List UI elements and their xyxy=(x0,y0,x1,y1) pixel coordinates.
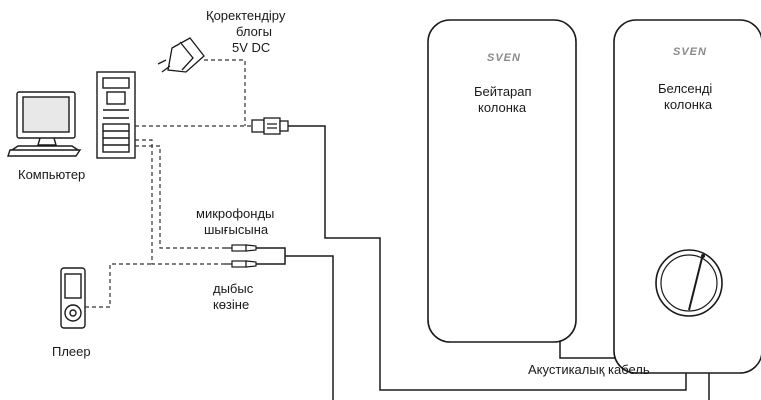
adapter-label-line2: блогы xyxy=(236,24,272,39)
acoustic-cable-label: Акустикалық кабель xyxy=(528,362,650,377)
usb-plug-icon xyxy=(251,117,289,135)
adapter-label-line1: Қоректендіру xyxy=(206,8,286,23)
mic-label-line1: микрофонды xyxy=(196,206,275,221)
player-label: Плеер xyxy=(52,344,91,359)
passive-speaker xyxy=(427,19,577,343)
active-speaker-brand-logo: SVEN xyxy=(673,46,707,58)
passive-speaker-label-line1: Бейтарап xyxy=(474,84,532,99)
passive-speaker-brand-logo: SVEN xyxy=(487,52,521,64)
active-speaker-label-line2: колонка xyxy=(664,97,713,112)
sound-label-line1: дыбыс xyxy=(213,281,254,296)
active-speaker-label-line1: Белсенді xyxy=(658,81,713,96)
mic-jack-plug-icon xyxy=(224,244,257,252)
pc-tower-icon xyxy=(96,71,136,159)
passive-speaker-label-line2: колонка xyxy=(478,100,527,115)
mic-label-line2: шығысына xyxy=(204,222,269,237)
sound-jack-plug-icon xyxy=(224,260,257,268)
solid-cables xyxy=(256,125,710,400)
active-speaker xyxy=(613,19,761,374)
mp3-player-icon xyxy=(60,267,86,329)
adapter-label-line3: 5V DC xyxy=(232,40,271,55)
power-adapter-icon xyxy=(157,37,205,73)
volume-knob-icon xyxy=(655,249,723,317)
sound-label-line2: көзіне xyxy=(213,297,250,312)
computer-label: Компьютер xyxy=(18,167,86,182)
dashed-links xyxy=(85,59,252,308)
monitor-icon xyxy=(7,91,82,157)
